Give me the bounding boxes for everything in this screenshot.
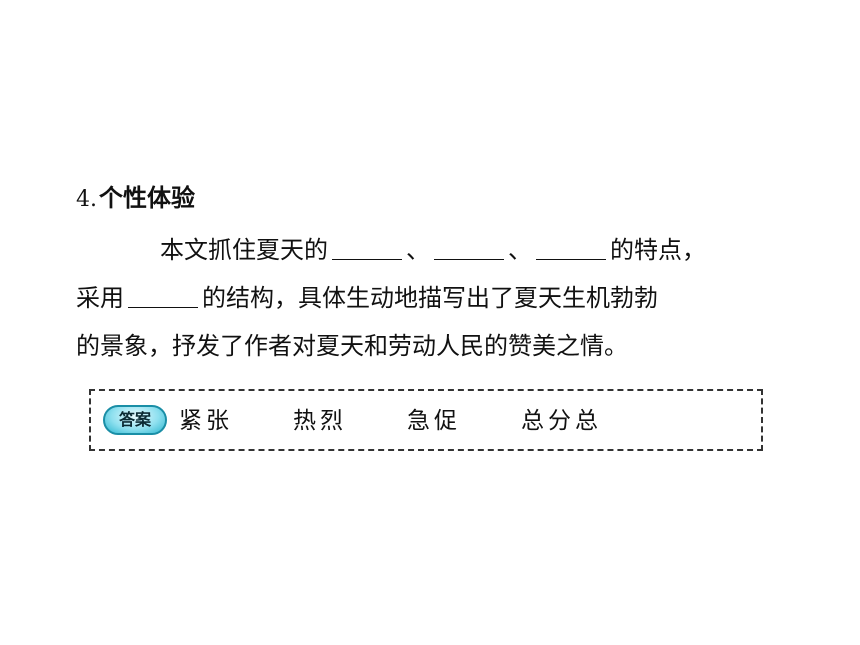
blank-3 <box>536 237 606 260</box>
question-4: 4.个性体验 本文抓住夏天的 、 、 的特点， 采用 的结构，具体生动地描写出了夏天生机… <box>76 180 796 370</box>
line2-text-1: 采用 <box>76 284 124 312</box>
answer-item-3: 急促 <box>407 408 461 434</box>
question-name: 个性体验 <box>99 184 195 212</box>
line3-text: 的景象，抒发了作者对夏天和劳动人民的赞美之情。 <box>76 332 628 360</box>
question-number: 4. <box>76 187 97 212</box>
answer-item-4: 总分总 <box>521 408 602 434</box>
separator-1: 、 <box>406 236 430 264</box>
separator-2: 、 <box>508 236 532 264</box>
blank-1 <box>332 237 402 260</box>
question-body: 本文抓住夏天的 、 、 的特点， 采用 的结构，具体生动地描写出了夏天生机勃勃 的景象，… <box>76 226 796 370</box>
answer-item-1: 紧张 <box>179 408 233 434</box>
blank-4 <box>128 285 198 308</box>
answer-box: 答案 紧张 热烈 急促 总分总 <box>89 389 763 451</box>
line1-text-1: 本文抓住夏天的 <box>160 236 328 264</box>
line2-text-2: 的结构，具体生动地描写出了夏天生机勃勃 <box>202 284 658 312</box>
line1-text-2: 的特点， <box>610 236 706 264</box>
answer-badge[interactable]: 答案 <box>103 405 167 435</box>
question-line-2: 采用 的结构，具体生动地描写出了夏天生机勃勃 <box>76 274 796 322</box>
question-title: 4.个性体验 <box>76 180 796 216</box>
question-line-1: 本文抓住夏天的 、 、 的特点， <box>76 226 796 274</box>
answer-item-2: 热烈 <box>293 408 347 434</box>
blank-2 <box>434 237 504 260</box>
question-line-3: 的景象，抒发了作者对夏天和劳动人民的赞美之情。 <box>76 322 796 370</box>
